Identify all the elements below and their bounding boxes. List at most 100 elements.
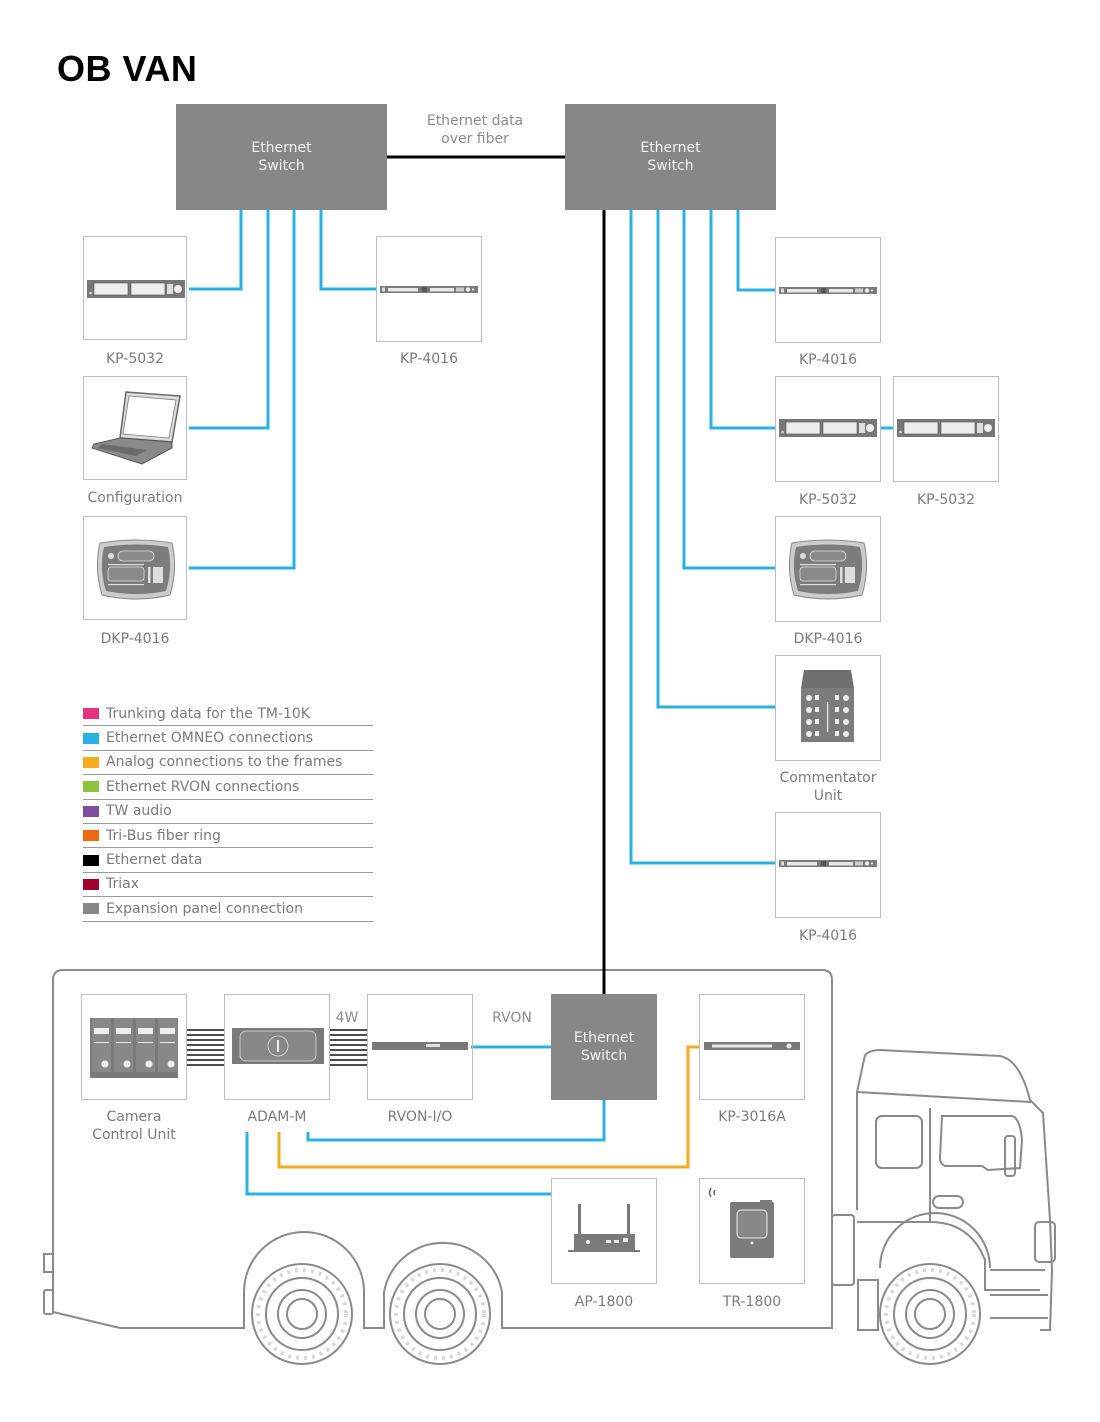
truck-cab-icon xyxy=(831,1048,1056,1331)
device-label: KP-4016 xyxy=(799,352,857,368)
device-box-kp-5032[interactable] xyxy=(775,376,881,482)
omneo-link-line xyxy=(306,1100,606,1142)
omneo-link-line xyxy=(629,210,776,865)
wireless-signal-icon xyxy=(708,1187,716,1198)
switch-label: Ethernet Switch xyxy=(640,140,701,174)
legend-swatch xyxy=(83,903,99,915)
device-label: KP-5032 xyxy=(799,492,857,508)
device-box-ap-1800[interactable] xyxy=(551,1178,657,1284)
omneo-link-line xyxy=(682,210,776,570)
legend-swatch xyxy=(83,756,99,768)
legend-label: TW audio xyxy=(106,803,172,820)
device-label: KP-5032 xyxy=(917,492,975,508)
rvon-io-icon xyxy=(372,1042,468,1050)
device-box-kp-3016a[interactable] xyxy=(699,994,805,1100)
ob-van-illustration xyxy=(43,969,1056,1365)
fiber-link-label: Ethernet data over fiber xyxy=(426,113,524,147)
ethernet-switch-van: Ethernet Switch xyxy=(551,994,657,1100)
commentator-unit-icon xyxy=(801,670,854,742)
device-label: Configuration xyxy=(87,490,183,506)
legend-swatch xyxy=(83,732,99,744)
four-wire-label: 4W xyxy=(335,1010,359,1026)
device-box-configuration[interactable] xyxy=(83,376,187,480)
omneo-link-line xyxy=(736,210,776,292)
access-point-icon xyxy=(568,1204,640,1252)
analog-link-line xyxy=(277,1045,700,1169)
device-box-adam-m[interactable] xyxy=(224,994,330,1100)
legend-label: Analog connections to the frames xyxy=(106,754,343,771)
legend: Trunking data for the TM-10K Ethernet OM… xyxy=(83,702,373,922)
legend-item: Ethernet data xyxy=(83,848,373,873)
device-label: TR-1800 xyxy=(722,1294,782,1310)
wheel-icon xyxy=(251,1263,353,1365)
device-box-kp-5032[interactable] xyxy=(893,376,999,482)
device-box-kp-4016[interactable] xyxy=(376,236,482,342)
laptop-icon xyxy=(91,391,181,465)
legend-label: Triax xyxy=(106,876,140,893)
legend-swatch xyxy=(83,781,99,793)
omneo-link-line xyxy=(189,210,296,570)
omneo-link-line xyxy=(189,210,270,430)
switch-label: Ethernet Switch xyxy=(251,140,312,174)
page-title: OB VAN xyxy=(57,48,198,89)
four-wire-bundle xyxy=(187,1029,225,1066)
device-box-kp-5032[interactable] xyxy=(83,236,187,340)
wireless-beltpack-icon xyxy=(730,1200,774,1258)
device-box-dkp-4016[interactable] xyxy=(775,516,881,622)
wheel-icon xyxy=(879,1263,981,1365)
omneo-link-line xyxy=(319,210,377,291)
legend-item: Tri-Bus fiber ring xyxy=(83,824,373,849)
device-box-rvon-io[interactable] xyxy=(367,994,473,1100)
legend-label: Tri-Bus fiber ring xyxy=(106,827,221,844)
device-label: ADAM-M xyxy=(247,1109,307,1125)
van-body-outline xyxy=(52,969,833,1329)
legend-item: TW audio xyxy=(83,800,373,824)
omneo-link-line xyxy=(656,210,776,709)
legend-item: Triax xyxy=(83,873,373,898)
device-box-tr-1800[interactable] xyxy=(699,1178,805,1284)
legend-item: Expansion panel connection xyxy=(83,897,373,922)
rvon-label: RVON xyxy=(492,1010,532,1026)
legend-label: Ethernet OMNEO connections xyxy=(106,730,314,747)
device-label: AP-1800 xyxy=(574,1294,634,1310)
omneo-link-line xyxy=(709,210,776,430)
four-wire-bundle xyxy=(330,1029,368,1066)
legend-label: Trunking data for the TM-10K xyxy=(106,705,310,722)
device-label: KP-3016A xyxy=(718,1109,786,1125)
device-label: Camera Control Unit xyxy=(92,1109,176,1143)
camera-control-unit-icon xyxy=(90,1018,178,1078)
legend-label: Expansion panel connection xyxy=(106,900,303,917)
legend-item: Ethernet RVON connections xyxy=(83,775,373,800)
legend-label: Ethernet data xyxy=(106,852,203,869)
adam-m-frame-icon xyxy=(232,1028,324,1064)
device-box-commentator-unit[interactable] xyxy=(775,655,881,761)
device-box-camera-control-unit[interactable] xyxy=(81,994,187,1100)
legend-swatch xyxy=(83,708,99,720)
connection-lines xyxy=(189,155,894,1196)
legend-swatch xyxy=(83,878,99,890)
device-box-kp-4016[interactable] xyxy=(775,812,881,918)
ethernet-switch-top-right: Ethernet Switch xyxy=(565,104,776,210)
device-label: RVON-I/O xyxy=(387,1109,453,1125)
omneo-link-line xyxy=(189,210,243,291)
device-box-dkp-4016[interactable] xyxy=(83,516,187,620)
device-label: KP-4016 xyxy=(799,928,857,944)
legend-item: Analog connections to the frames xyxy=(83,751,373,776)
switch-label: Ethernet Switch xyxy=(573,1030,635,1064)
kp-3016a-panel-icon xyxy=(704,1042,800,1050)
legend-label: Ethernet RVON connections xyxy=(106,778,300,795)
device-label: Commentator Unit xyxy=(779,770,877,804)
wheel-icon xyxy=(389,1263,491,1365)
legend-swatch xyxy=(83,805,99,817)
device-box-kp-4016[interactable] xyxy=(775,237,881,343)
device-label: KP-5032 xyxy=(106,351,164,367)
device-label: KP-4016 xyxy=(400,351,458,367)
legend-swatch xyxy=(83,830,99,842)
device-label: DKP-4016 xyxy=(100,631,170,647)
legend-swatch xyxy=(83,854,99,866)
legend-item: Ethernet OMNEO connections xyxy=(83,726,373,751)
legend-item: Trunking data for the TM-10K xyxy=(83,702,373,727)
omneo-link-line xyxy=(245,1132,552,1196)
ethernet-switch-top-left: Ethernet Switch xyxy=(176,104,387,210)
